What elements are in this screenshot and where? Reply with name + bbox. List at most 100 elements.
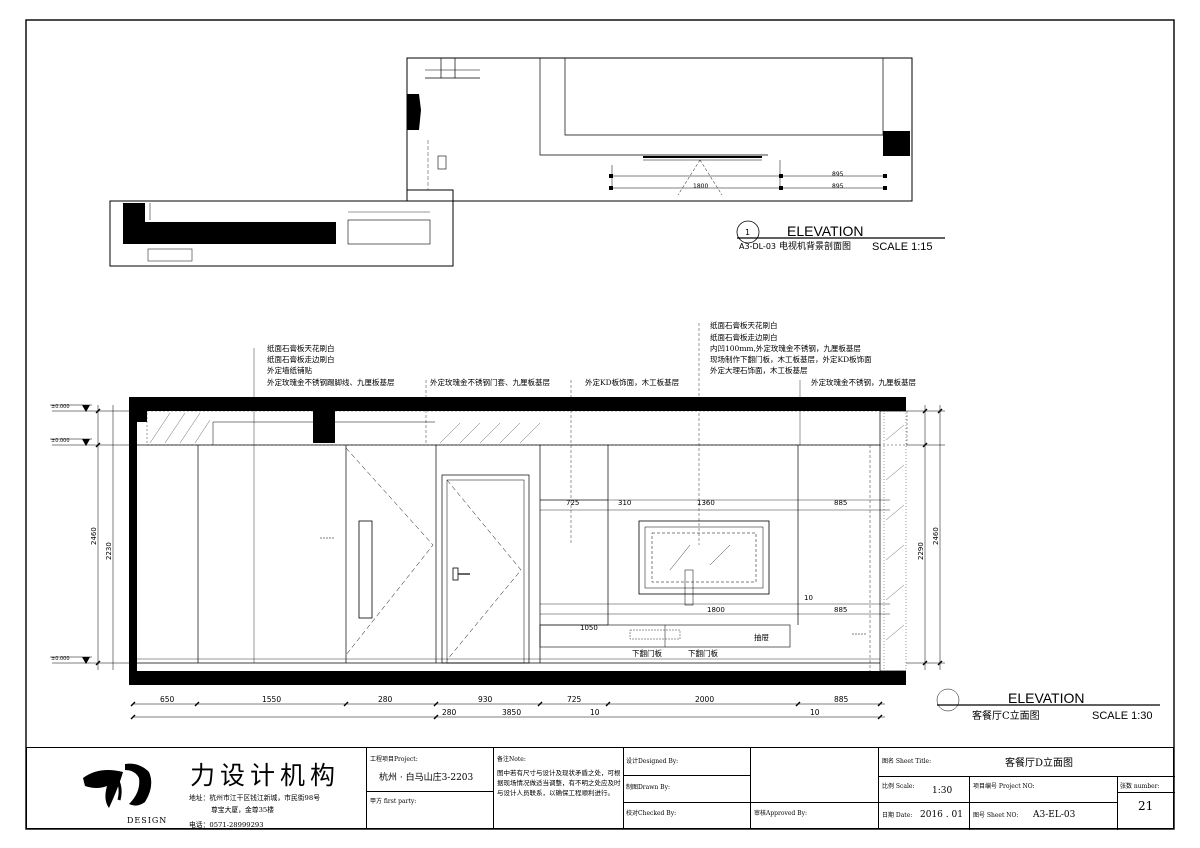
upper-section-view (109, 57, 913, 267)
ceiling-bulkhead-left (129, 411, 147, 422)
elevation-frame (129, 397, 906, 685)
number-value: 21 (1138, 799, 1154, 813)
bottom-dim-4: 930 (478, 695, 493, 704)
left-dim-1: 2460 (90, 527, 98, 545)
scale-label: 比例 Scale: (882, 783, 915, 790)
bottom-dim-8: 280 (442, 708, 457, 717)
bottom-dim-2: 1550 (262, 695, 281, 704)
ceiling-slab (129, 397, 906, 411)
note-left-4: 外定玫瑰金不锈钢踢脚线、九厘板基层 (267, 377, 395, 387)
note-center-5: 外定大理石饰面，木工板基层 (710, 365, 808, 375)
upper-view-title (736, 220, 945, 244)
upper-dim-2: 895 (832, 183, 844, 190)
sheet-no-value: A3-EL-03 (1033, 810, 1076, 820)
note-kd: 外定KD板饰面，木工板基层 (585, 377, 680, 387)
note-text: 图中若有尺寸与设计及现状矛盾之处，可根据现场情况做适当调整，有不明之处应及时与设… (497, 769, 621, 797)
dimension-lines (52, 405, 945, 718)
label-flap-door-2: 下翻门板 (688, 648, 718, 658)
elevation-title-caption: 客餐厅C立面图 (972, 709, 1040, 722)
bottom-dim-5: 725 (567, 695, 582, 704)
firm-phone: 电话：0571-28999293 (189, 821, 264, 829)
leader-lines (253, 323, 801, 663)
right-dim-2: 2460 (932, 527, 940, 545)
brand-logo-icon (83, 763, 152, 808)
project-no-label: 项目编号 Project NO: (973, 783, 1035, 790)
scale-value: 1:30 (932, 786, 953, 796)
number-label: 张数 number: (1120, 783, 1160, 790)
logo-design-word: DESIGN (127, 816, 168, 825)
note-right: 外定玫瑰金不锈钢，九厘板基层 (811, 377, 916, 387)
sheet-title-value: 客餐厅D立面图 (1005, 758, 1074, 769)
upper-title-caption: 电视机背景剖面图 (779, 240, 851, 252)
inner-dim-2: 1360 (697, 499, 715, 507)
designed-by-label: 设计Designed By: (626, 758, 679, 765)
level-mark-1: ±0.000 (51, 404, 70, 410)
inner-dim-1: 725 (566, 499, 579, 507)
checked-by-label: 校对Checked By: (626, 810, 677, 817)
date-label: 日期 Date: (882, 812, 913, 819)
project-label: 工程项目Project: (370, 756, 418, 763)
bottom-dim-7: 885 (834, 695, 849, 704)
bottom-dim-9: 3850 (502, 708, 521, 717)
right-dim-1: 2290 (917, 542, 925, 560)
firm-address-2: 尊宝大厦，金尊35楼 (211, 806, 275, 814)
approved-by-label: 审核Approved By: (754, 810, 808, 817)
project-value: 杭州 · 白马山庄3-2203 (379, 773, 474, 783)
elevation-linework (137, 410, 908, 672)
note-center-4: 现场制作下翻门板，木工板基层，外定KD板饰面 (710, 354, 872, 364)
label-flap-door-1: 下翻门板 (632, 648, 662, 658)
upper-dim-1: 895 (832, 171, 844, 178)
party-label: 甲方 first party: (370, 798, 417, 805)
bottom-dim-1: 650 (160, 695, 175, 704)
bottom-dim-3: 280 (378, 695, 393, 704)
upper-section-outline (406, 57, 913, 202)
inner-dim-4: 1800 (707, 606, 725, 614)
note-center-1: 纸面石膏板天花刷白 (710, 320, 778, 330)
tv-frame (638, 520, 770, 595)
bottom-dim-11: 10 (810, 708, 820, 717)
upper-section-solids (123, 94, 910, 244)
elevation-title-scale: SCALE 1:30 (1092, 710, 1153, 722)
note-label: 备注Note: (497, 756, 526, 763)
sheet-title-label: 图名 Sheet Title: (882, 758, 932, 765)
upper-title-number: 1 (745, 228, 750, 237)
ceiling-beam (313, 411, 335, 443)
sheet-border (25, 19, 1175, 830)
dimension-ticks (95, 408, 943, 720)
lower-section-outline (109, 200, 454, 267)
hatching (149, 412, 905, 641)
note-door: 外定玫瑰金不锈钢门套、九厘板基层 (430, 377, 550, 387)
note-left-2: 纸面石膏板走边刷白 (267, 354, 335, 364)
upper-title-heading: ELEVATION (787, 223, 864, 239)
firm-address-1: 地址：杭州市江干区钱江新城，市民街98号 (189, 794, 320, 802)
elevation-title-lines (936, 688, 1160, 712)
upper-title-scale: SCALE 1:15 (872, 241, 933, 253)
note-center-3: 内凹100mm,外定玫瑰金不锈钢，九厘板基层 (710, 343, 861, 353)
floor-slab (129, 671, 906, 685)
date-value: 2016 . 01 (920, 810, 963, 820)
note-center-2: 纸面石膏板走边刷白 (710, 332, 778, 342)
drawn-by-label: 制图Drawn By: (626, 784, 670, 791)
inner-dim-8: 10 (804, 594, 813, 602)
left-dim-2: 2230 (105, 542, 113, 560)
bottom-dim-10: 10 (590, 708, 600, 717)
firm-name: 力设计机构 (190, 761, 341, 790)
upper-title-code: A3-DL-03 (739, 242, 776, 251)
sheet-no-label: 图号 Sheet NO: (973, 812, 1019, 819)
elevation-title-heading: ELEVATION (1008, 690, 1085, 706)
title-block: DESIGN 力设计机构 地址：杭州市江干区钱江新城，市民街98号 尊宝大厦，金… (26, 747, 1175, 830)
section-step (407, 189, 454, 201)
note-left-1: 纸面石膏板天花刷白 (267, 343, 335, 353)
inner-dim-5: 885 (834, 606, 847, 614)
note-left-3: 外定墙纸铺贴 (267, 365, 312, 375)
door-outline (441, 474, 530, 664)
upper-dim-3: 1800 (693, 183, 708, 190)
level-markers (50, 404, 92, 664)
bottom-dim-6: 2000 (695, 695, 714, 704)
inner-dim-7: 310 (618, 499, 631, 507)
inner-dim-6: 1050 (580, 624, 598, 632)
label-drawer: 抽屉 (754, 632, 769, 642)
level-mark-2: ±0.000 (51, 438, 70, 444)
